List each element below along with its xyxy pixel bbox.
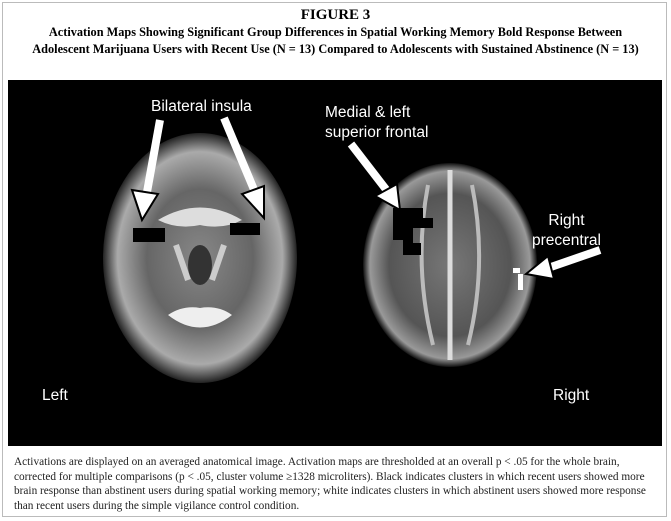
annotation-arrows <box>130 116 602 281</box>
arrow-right-insula <box>220 116 265 221</box>
label-bilateral-insula: Bilateral insula <box>151 98 252 115</box>
arrow-right-precentral <box>523 246 602 281</box>
axial-brain-left-image <box>103 133 297 383</box>
brain-images <box>103 116 602 383</box>
label-right-side: Right <box>553 387 590 404</box>
label-superior-frontal: Medial & left superior frontal <box>325 103 428 143</box>
arrow-superior-frontal <box>347 141 402 212</box>
label-right-precentral-line2: precentral <box>532 232 601 249</box>
label-left-side: Left <box>42 387 68 404</box>
axial-brain-right-image <box>363 163 537 367</box>
figure-title-line2: Adolescent Marijuana Users with Recent U… <box>32 42 639 56</box>
label-superior-frontal-line1: Medial & left <box>325 104 411 121</box>
label-right-precentral-line1: Right <box>548 212 585 229</box>
arrow-left-insula <box>130 119 164 223</box>
figure-caption: Activations are displayed on an averaged… <box>14 456 646 512</box>
figure-title: Activation Maps Showing Significant Grou… <box>0 24 671 58</box>
label-superior-frontal-line2: superior frontal <box>325 124 429 141</box>
brain-image-panel: Bilateral insula Medial & left superior … <box>8 80 662 446</box>
figure-frame <box>2 2 667 517</box>
label-right-precentral: Right precentral <box>532 211 601 251</box>
figure-title-line1: Activation Maps Showing Significant Grou… <box>48 25 623 39</box>
figure-number: FIGURE 3 <box>300 7 371 23</box>
